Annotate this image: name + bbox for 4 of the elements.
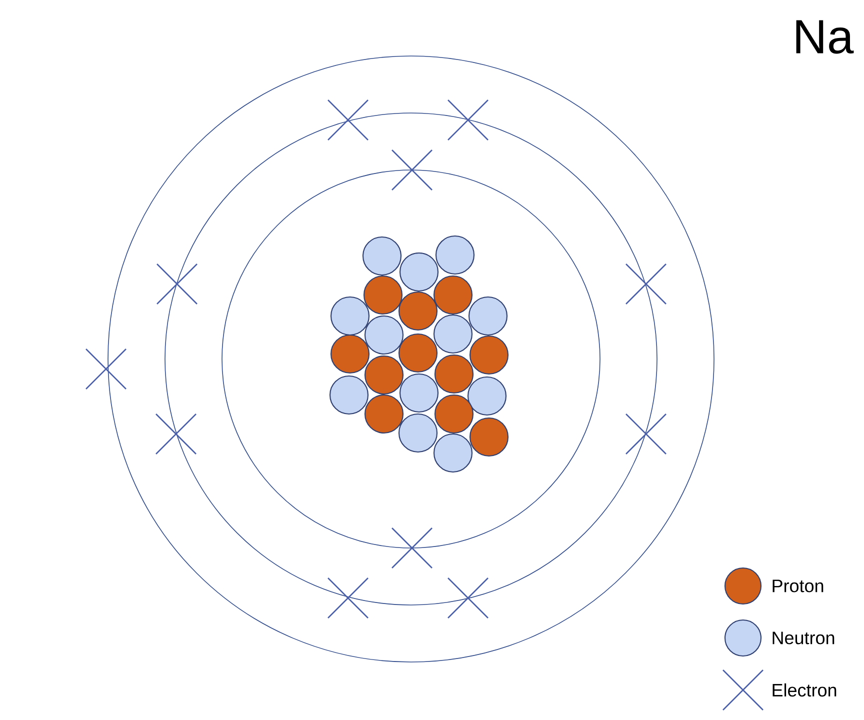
legend-label: Electron	[772, 683, 836, 697]
title: Na	[796, 20, 854, 54]
legend-label: Neutron	[772, 632, 834, 644]
legend-label: Proton	[772, 580, 824, 592]
